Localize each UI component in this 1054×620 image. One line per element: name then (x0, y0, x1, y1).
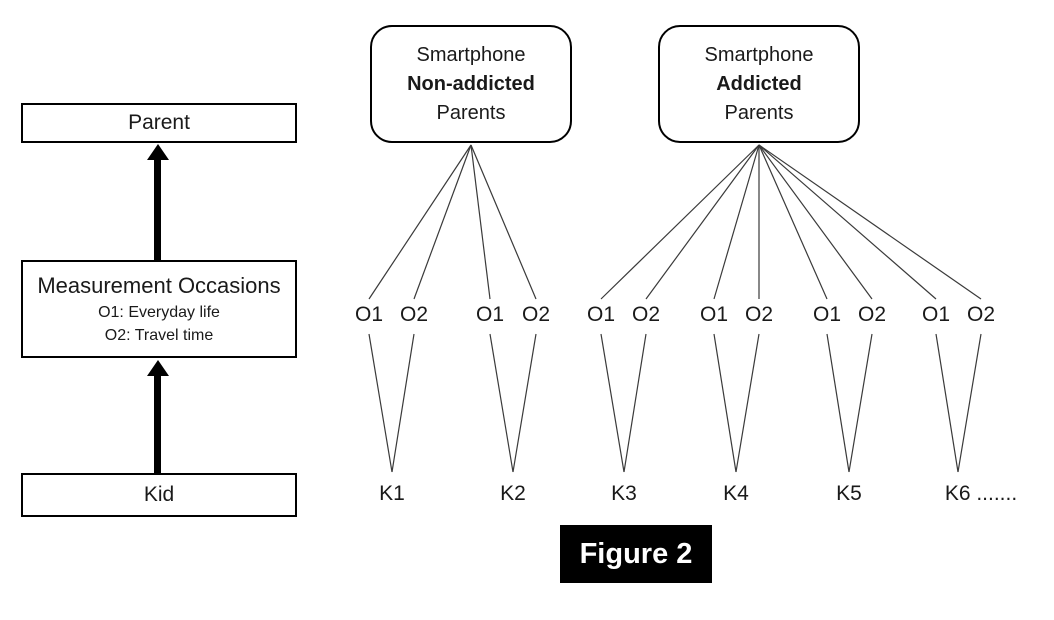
fan-line (758, 144, 937, 300)
kid-line (713, 333, 737, 473)
occasion-label-o2: O2 (966, 303, 996, 326)
occasion-label-o2: O2 (744, 303, 774, 326)
fan-line (758, 144, 982, 300)
up-arrow-shaft (154, 159, 161, 260)
group-line2: Addicted (716, 72, 802, 95)
group-line2: Non-addicted (407, 72, 535, 95)
fan-line (758, 144, 873, 300)
group-line1: Smartphone (704, 43, 814, 66)
fan-line (600, 144, 760, 300)
group-line1: Smartphone (416, 43, 526, 66)
kid-line (512, 333, 537, 473)
fan-line (713, 144, 760, 300)
fan-line (368, 144, 472, 300)
kid-line (489, 333, 514, 473)
parent-box-label: Parent (128, 111, 190, 134)
fan-line (470, 144, 537, 300)
group-line3: Parents (436, 101, 506, 124)
occasion-label-o1: O1 (812, 303, 842, 326)
kid-box-label: Kid (143, 483, 175, 506)
figure-caption-text: Figure 2 (579, 537, 693, 570)
addicted-parents-box: Smartphone Addicted Parents (658, 25, 860, 143)
kid-line (368, 333, 393, 473)
kid-line (600, 333, 625, 473)
kid-label-k3: K3 (611, 482, 637, 505)
up-arrow-head-icon (147, 360, 169, 376)
occasion-label-o2: O2 (521, 303, 551, 326)
occasion-label-o1: O1 (354, 303, 384, 326)
kid-line (957, 333, 982, 473)
occasion-label-o1: O1 (586, 303, 616, 326)
kid-line (848, 333, 873, 473)
fan-line (758, 144, 828, 300)
kid-label-k5: K5 (836, 482, 862, 505)
kid-label-k2: K2 (500, 482, 526, 505)
measurement-sub-o2: O2: Travel time (104, 327, 214, 344)
figure-caption: Figure 2 (560, 525, 712, 583)
fan-line (413, 144, 472, 300)
kid-box: Kid (21, 473, 297, 517)
up-arrow-shaft (154, 375, 161, 473)
fan-line (470, 144, 491, 300)
kid-label-k1: K1 (379, 482, 405, 505)
kid-label-k4: K4 (723, 482, 749, 505)
occasion-label-o1: O1 (921, 303, 951, 326)
kid-line (623, 333, 647, 473)
occasion-label-o2: O2 (857, 303, 887, 326)
kid-label-k6: K6 ....... (944, 482, 1018, 505)
up-arrow-head-icon (147, 144, 169, 160)
kid-line (735, 333, 760, 473)
occasion-label-o1: O1 (475, 303, 505, 326)
occasion-label-o1: O1 (699, 303, 729, 326)
kid-line (935, 333, 959, 473)
non-addicted-parents-box: Smartphone Non-addicted Parents (370, 25, 572, 143)
occasion-label-o2: O2 (631, 303, 661, 326)
group-line3: Parents (724, 101, 794, 124)
occasion-label-o2: O2 (399, 303, 429, 326)
kid-line (391, 333, 415, 473)
measurement-title: Measurement Occasions (37, 273, 281, 298)
measurement-occasions-box: Measurement Occasions O1: Everyday life … (21, 260, 297, 358)
fan-line (645, 144, 760, 300)
measurement-sub-o1: O1: Everyday life (98, 304, 220, 321)
kid-line (826, 333, 850, 473)
parent-box: Parent (21, 103, 297, 143)
